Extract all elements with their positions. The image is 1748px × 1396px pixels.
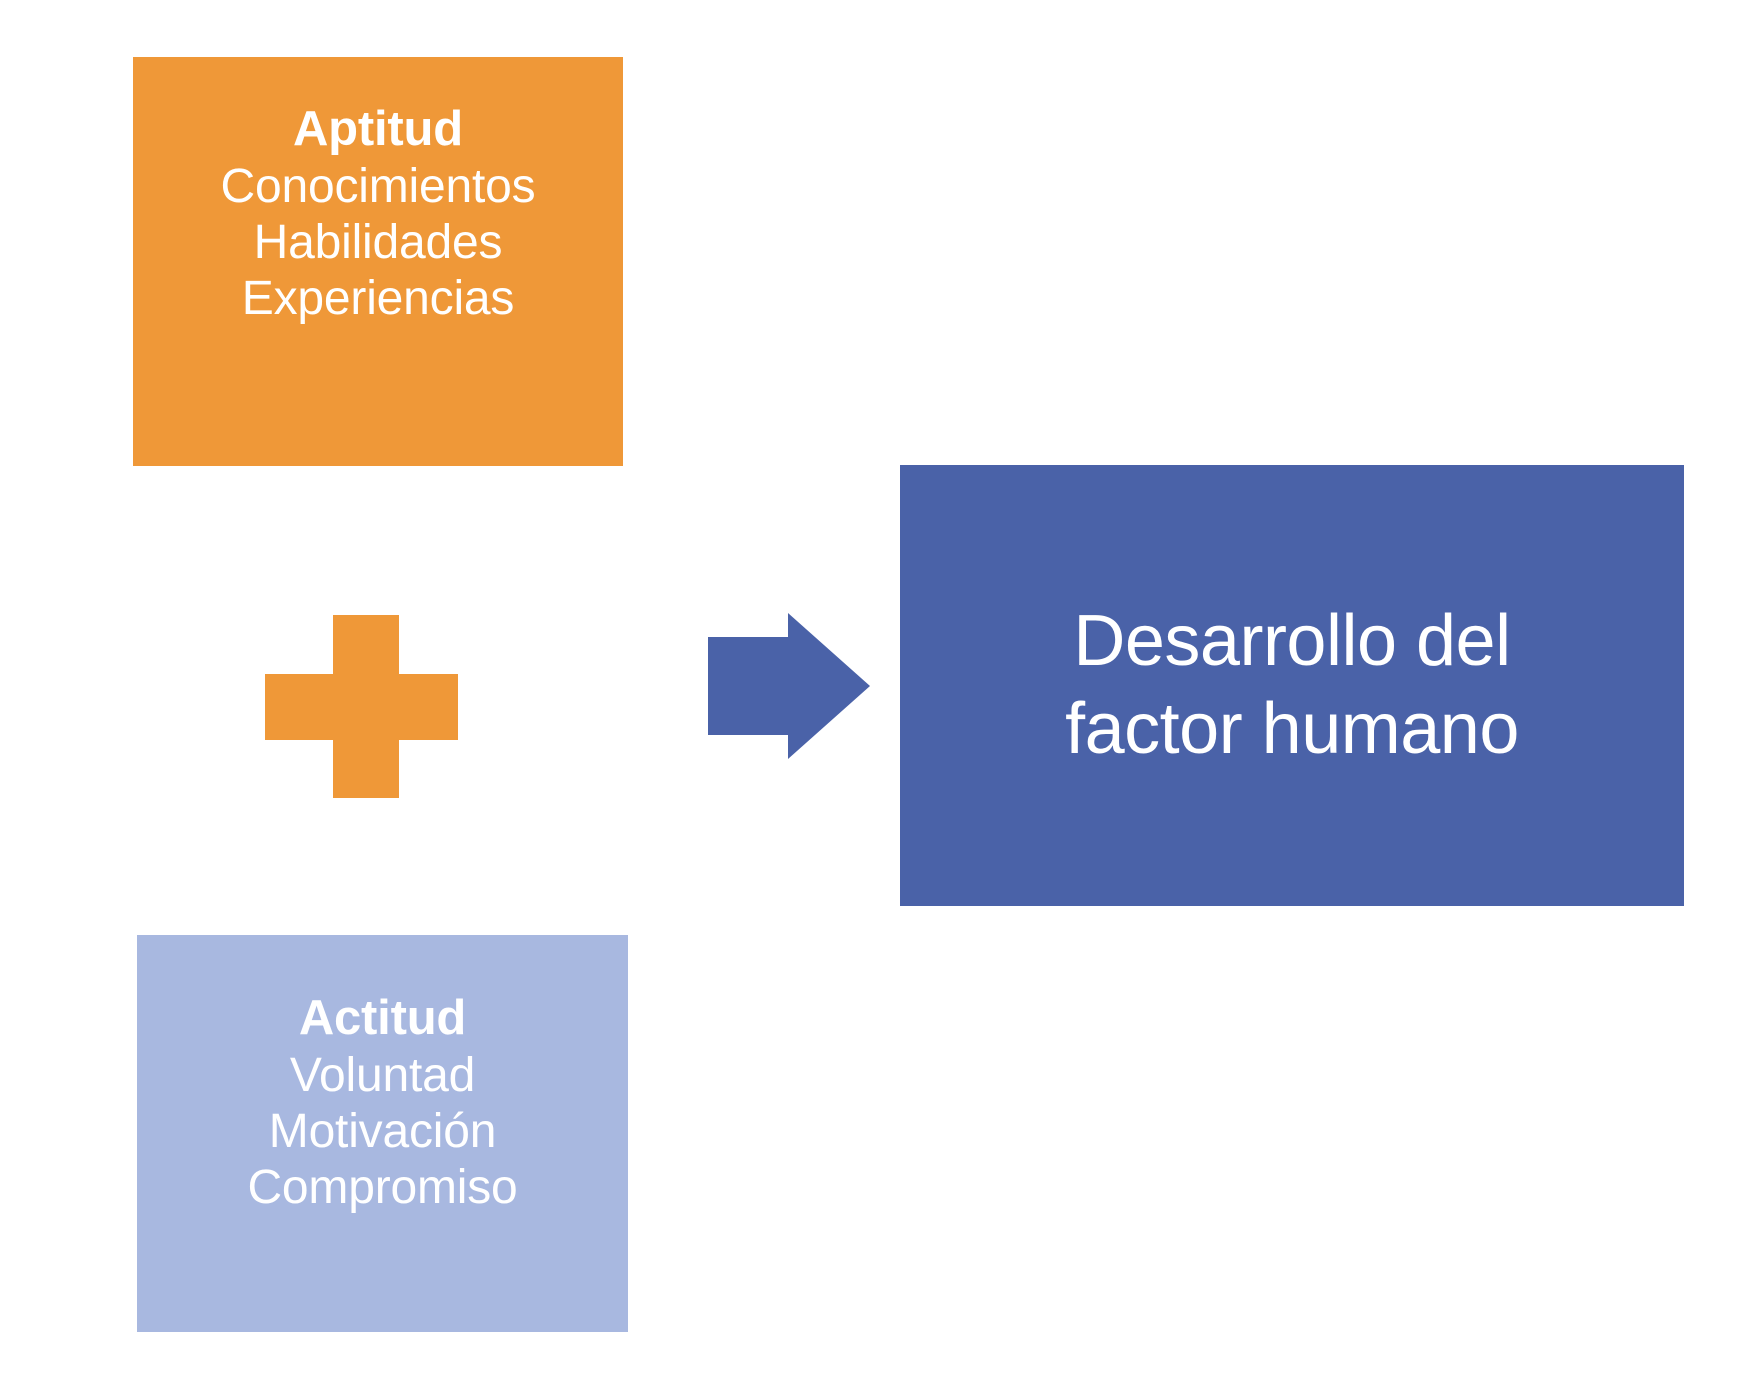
concept-box-aptitud: Aptitud Conocimientos Habilidades Experi…	[133, 57, 623, 466]
arrow-right-icon	[708, 613, 870, 759]
concept-box-resultado: Desarrollo del factor humano	[900, 465, 1684, 906]
aptitud-item-habilidades: Habilidades	[253, 216, 503, 270]
resultado-line-1: Desarrollo del	[1073, 600, 1511, 681]
plus-icon	[265, 615, 458, 798]
aptitud-title: Aptitud	[292, 101, 464, 156]
actitud-item-motivacion: Motivación	[268, 1105, 497, 1159]
resultado-line-2: factor humano	[1065, 688, 1519, 769]
aptitud-item-experiencias: Experiencias	[241, 271, 515, 325]
concept-box-actitud: Actitud Voluntad Motivación Compromiso	[137, 935, 628, 1332]
actitud-item-compromiso: Compromiso	[247, 1160, 518, 1214]
actitud-title: Actitud	[298, 990, 467, 1045]
plus-icon-horizontal-bar	[265, 674, 458, 740]
aptitud-item-conocimientos: Conocimientos	[220, 160, 536, 214]
actitud-item-voluntad: Voluntad	[289, 1049, 476, 1103]
